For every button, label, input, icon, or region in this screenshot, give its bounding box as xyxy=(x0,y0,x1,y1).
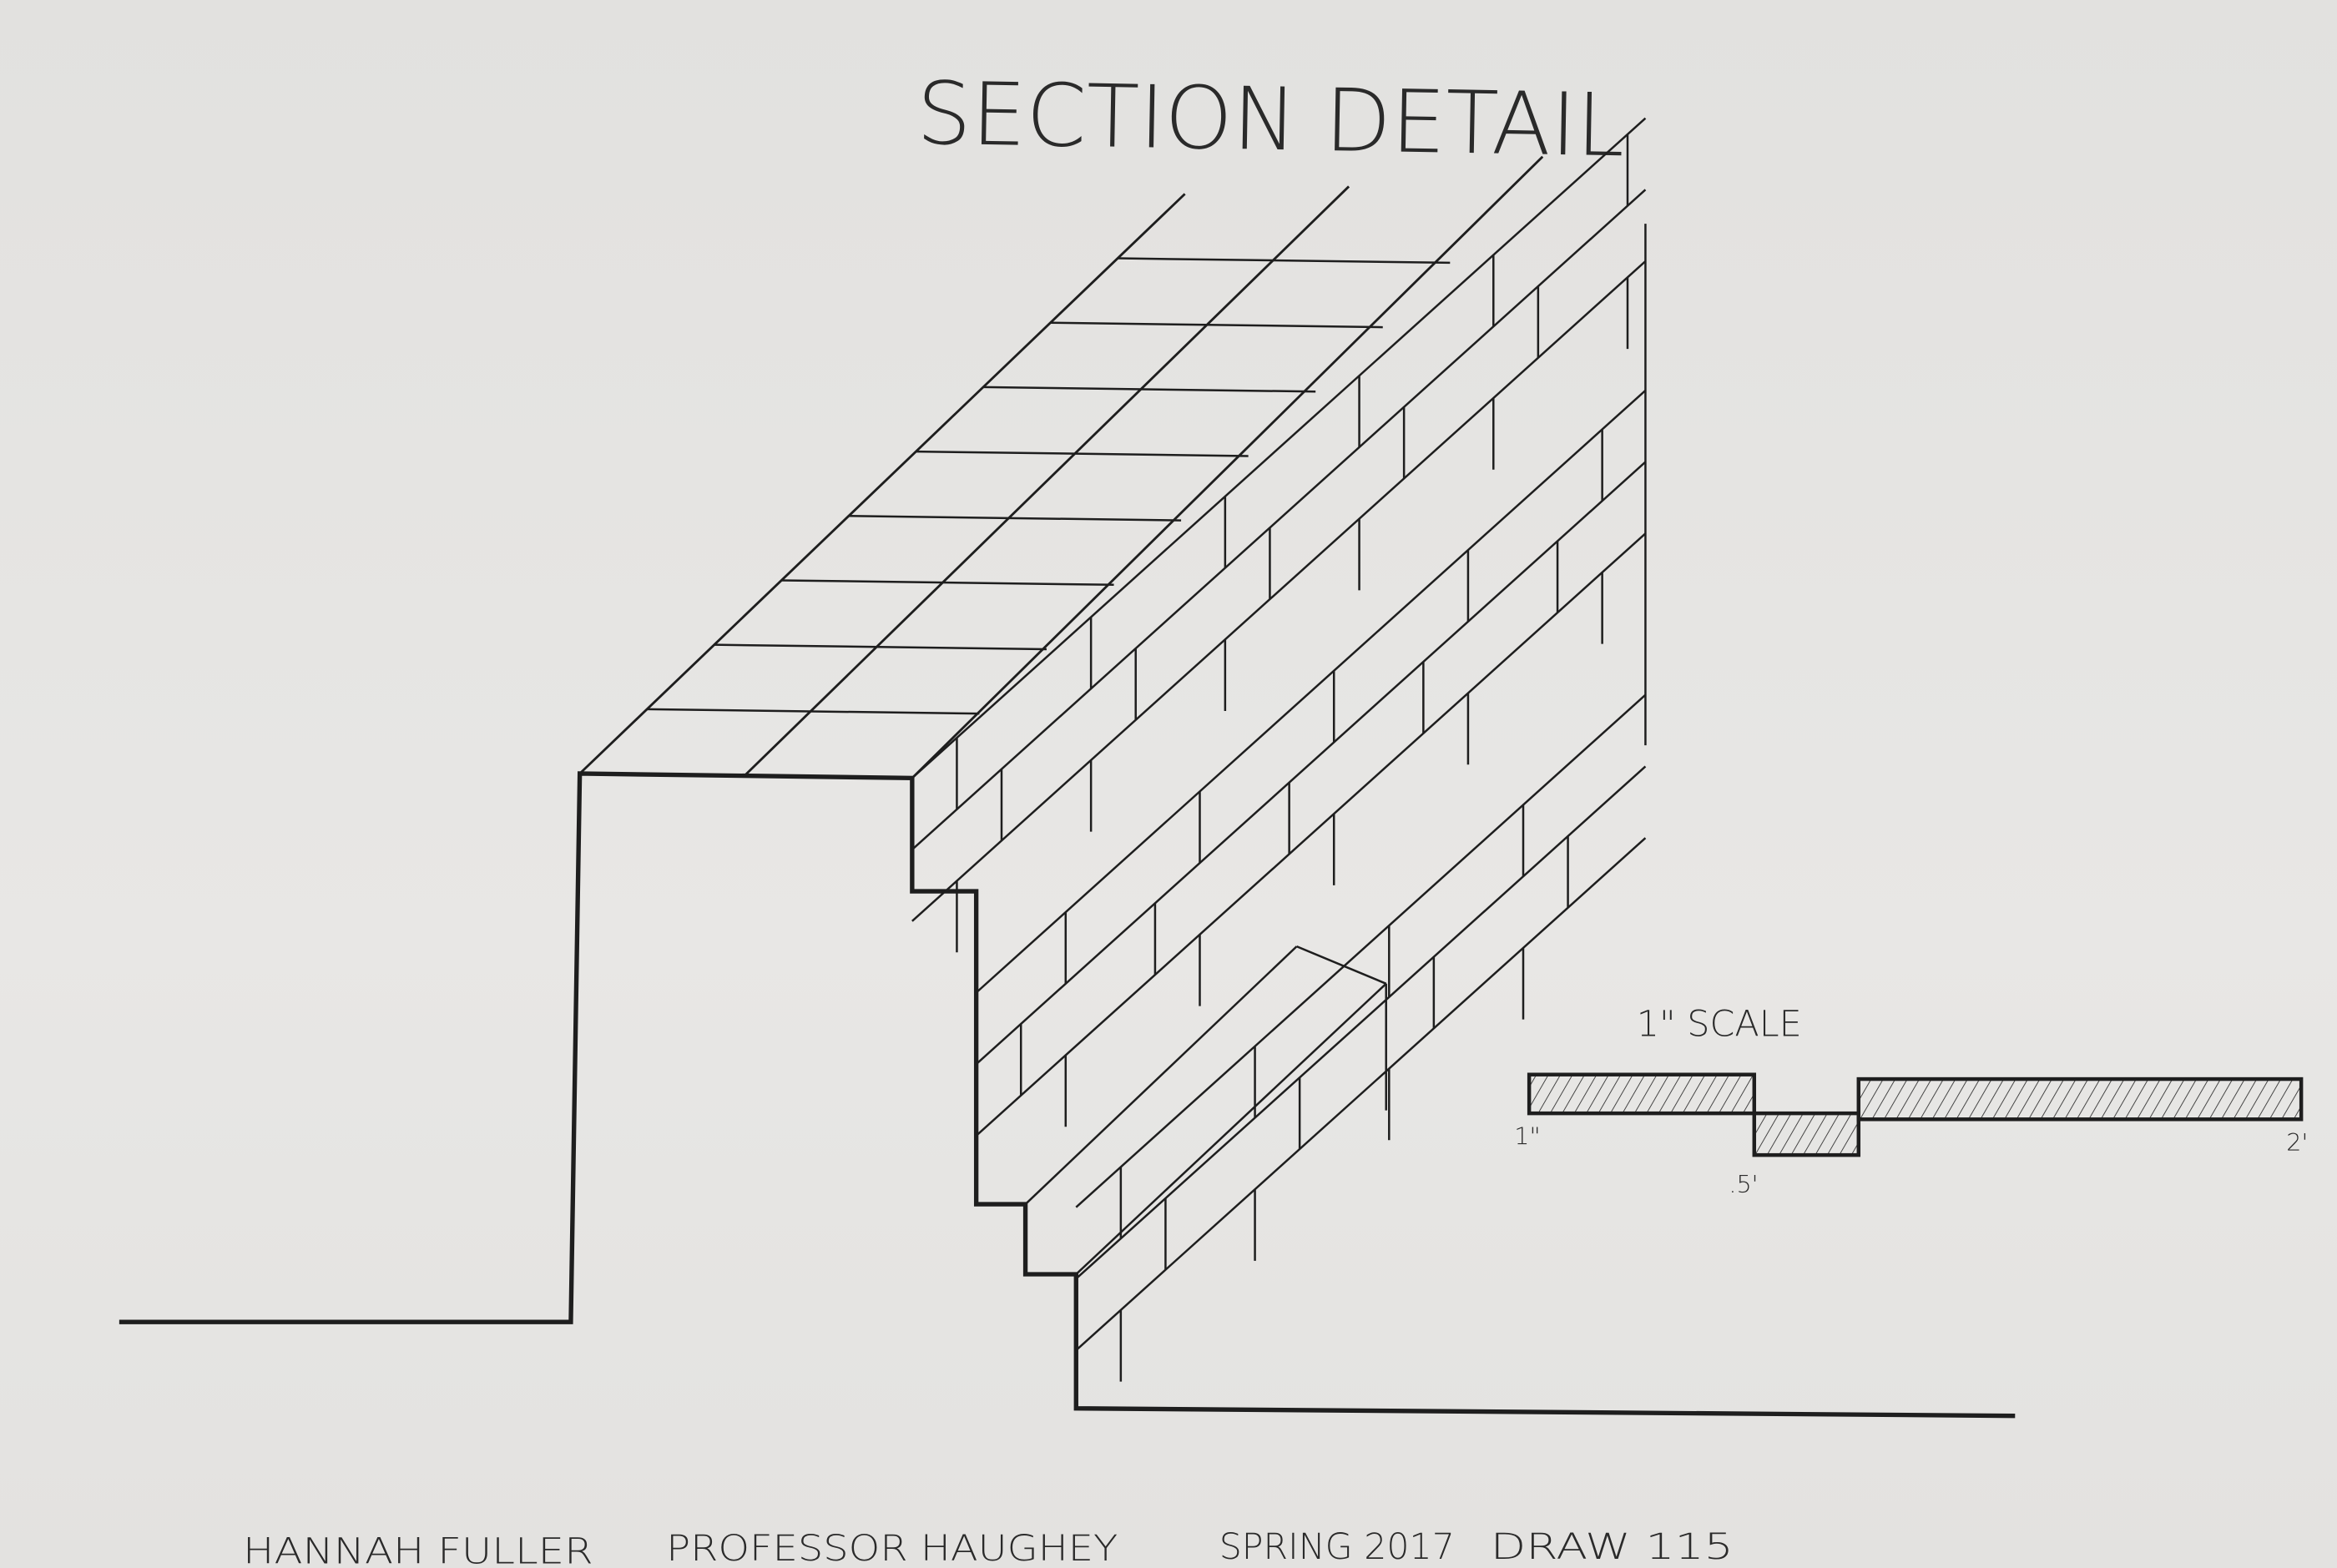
scale-segment-1 xyxy=(1527,1072,1757,1116)
wall-course-line xyxy=(1075,837,1647,1352)
scale-label-mid: .5' xyxy=(1729,1170,1758,1198)
wall-course-line xyxy=(975,532,1647,1137)
top-back-edge xyxy=(578,193,1186,775)
wall-course-line xyxy=(975,389,1647,994)
scale-segment-2 xyxy=(1752,1111,1861,1157)
top-brick-joint xyxy=(982,386,1316,393)
title-block: HANNAH FULLER PROFESSOR HAUGHEY SPRING 2… xyxy=(243,1526,1734,1568)
top-brick-joint xyxy=(1050,321,1383,329)
top-brick-joint xyxy=(781,579,1114,587)
drawing-title: SECTION DETAIL xyxy=(916,63,1625,176)
top-brick-joint xyxy=(1118,257,1451,265)
wall-course-line xyxy=(911,189,1647,851)
scale-segment-3 xyxy=(1856,1076,2304,1122)
top-brick-joint xyxy=(916,450,1249,457)
step-top xyxy=(1296,945,1387,985)
scale-label-start: 1" xyxy=(1514,1122,1540,1151)
wall-course-line xyxy=(911,117,1647,779)
professor-name: PROFESSOR HAUGHEY xyxy=(666,1528,1118,1568)
top-front-edge xyxy=(911,155,1544,779)
scale-bar: 1" SCALE 1" .5' 2' xyxy=(1514,1003,2308,1198)
top-brick-joint xyxy=(848,515,1182,522)
student-name: HANNAH FULLER xyxy=(243,1530,593,1568)
brick-wall xyxy=(119,155,2016,1419)
wall-course-line xyxy=(975,461,1647,1066)
course-code: DRAW 115 xyxy=(1491,1526,1734,1568)
top-brick-joint xyxy=(714,643,1047,651)
wall-course-line xyxy=(911,260,1647,922)
wall-course-line xyxy=(1075,693,1647,1208)
scale-heading: 1" SCALE xyxy=(1637,1003,1802,1045)
top-brick-joint xyxy=(647,708,980,715)
term: SPRING 2017 xyxy=(1219,1526,1455,1568)
wall-course-line xyxy=(1075,765,1647,1280)
section-profile xyxy=(119,771,2016,1419)
scale-label-end: 2' xyxy=(2286,1128,2308,1157)
step-edge xyxy=(1075,982,1387,1275)
top-mid-edge xyxy=(744,185,1350,776)
step-edge xyxy=(1024,945,1298,1205)
